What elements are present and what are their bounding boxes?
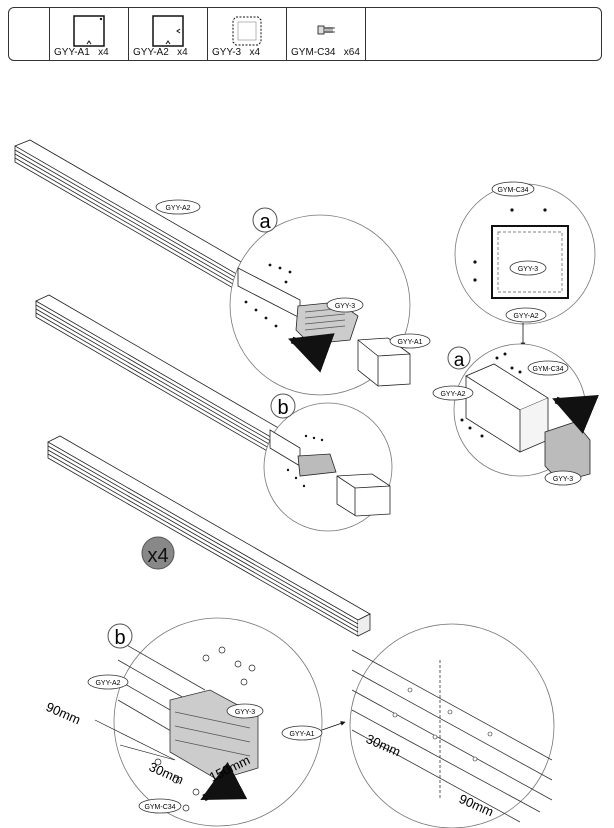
cross-section-detail: GYM-C34 GYY-3 GYY-A2 [454, 181, 596, 348]
step-label-a: a [259, 211, 271, 233]
label-gyy-3-right: GYY-3 [553, 476, 573, 483]
label-gyy-a2-right: GYY-A2 [440, 391, 465, 398]
part-qty: x4 [177, 47, 188, 58]
label-gym-c34-right: GYM-C34 [532, 366, 563, 373]
label-gyy-a2-bottom: GYY-A2 [95, 680, 120, 687]
step-label-b-bottom: b [114, 627, 125, 649]
screw-icon [317, 25, 335, 35]
step-label-b: b [277, 397, 288, 419]
label-gyy-3: GYY-3 [335, 303, 355, 310]
quantity-badge: x4 [147, 545, 168, 567]
part-code: GYY-A1 [54, 47, 90, 58]
part-gym-c34: GYM-C34 x64 [287, 8, 366, 60]
part-gyy-a1: GYY-A1 x4 [50, 8, 129, 60]
label-gyy-a1-bottom: GYY-A1 [289, 731, 314, 738]
rail-bottom [47, 435, 371, 637]
label-gyy-3-section: GYY-3 [518, 266, 538, 273]
label-gyy-3-bottom: GYY-3 [235, 709, 255, 716]
label-gyy-a1: GYY-A1 [397, 339, 422, 346]
detail-circle-a: a GYY-3 GYY-A1 [229, 207, 431, 396]
part-gyy-a2: GYY-A2 x4 [129, 8, 208, 60]
screw-dots [244, 263, 292, 328]
parts-list-blank-cell [9, 8, 50, 60]
step-label-a-right: a [454, 350, 465, 371]
part-gyy-3: GYY-3 x4 [208, 8, 287, 60]
detail-circle-a-right: a GYM-C34 GYY-A2 GYY-3 [432, 343, 599, 486]
corner-connector-icon [232, 16, 262, 46]
square-plate-icon [73, 15, 105, 47]
label-gyy-a2: GYY-A2 [165, 205, 190, 212]
label-gyy-a2-section: GYY-A2 [513, 313, 538, 320]
part-qty: x64 [343, 47, 360, 58]
label-gym-c34-top: GYM-C34 [497, 187, 528, 194]
part-code: GYY-A2 [133, 47, 169, 58]
part-code: GYM-C34 [291, 47, 336, 58]
dimension-90mm: 90mm [44, 699, 83, 727]
parts-list: GYY-A1 x4 GYY-A2 x4 GYY-3 x4 GYM-C34 x64 [8, 7, 602, 61]
detail-circle-b-bottom: b GYY-A2 GYY-3 GYM-C34 90mm 30mm 150mm [44, 617, 323, 827]
detail-circle-bottom-right: GYY-A1 30mm 90mm [281, 623, 555, 828]
detail-circle-b: b [263, 393, 393, 532]
part-qty: x4 [98, 47, 109, 58]
square-plate-icon [152, 15, 184, 47]
part-code: GYY-3 [212, 47, 242, 58]
label-gym-c34-bottom: GYM-C34 [144, 804, 175, 811]
part-qty: x4 [249, 47, 260, 58]
